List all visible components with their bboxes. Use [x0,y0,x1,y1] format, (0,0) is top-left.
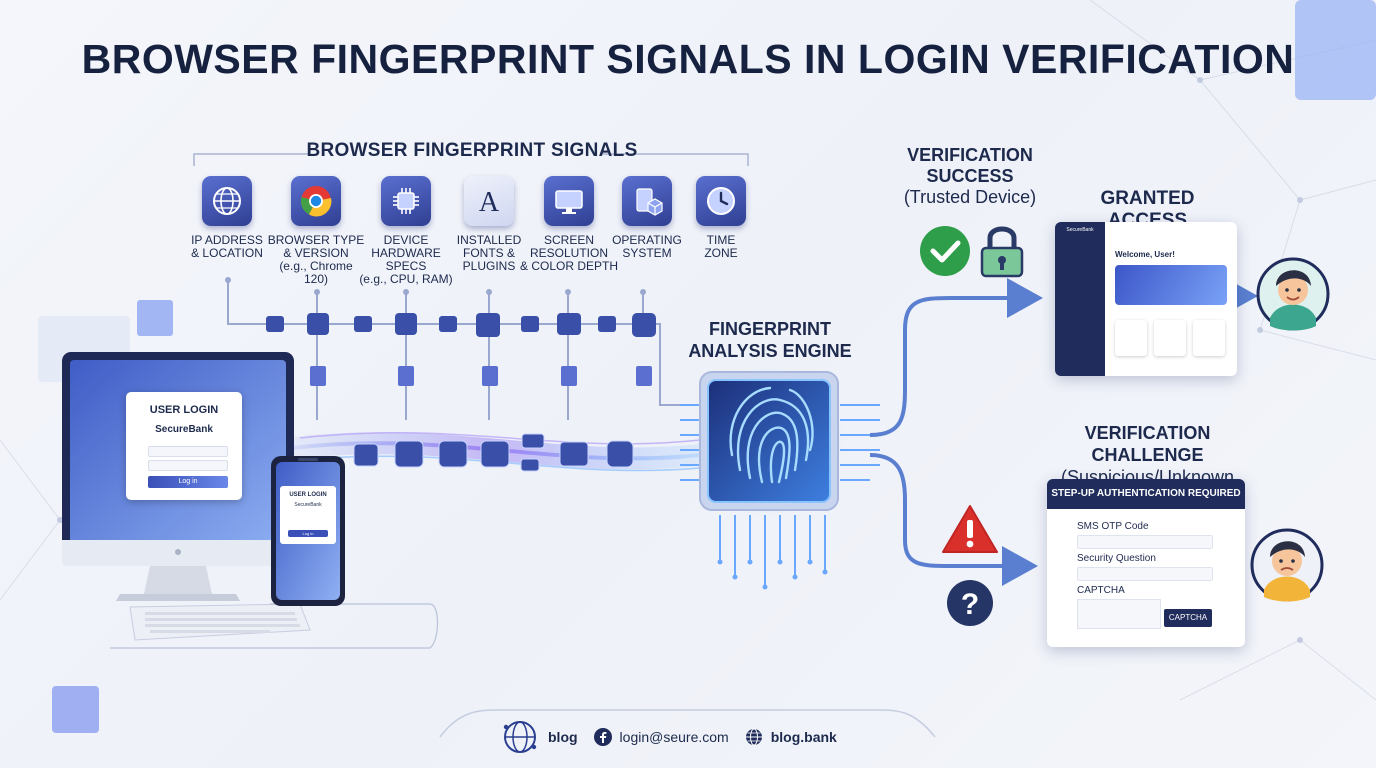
username-input[interactable] [148,446,228,457]
signals-header: BROWSER FINGERPRINT SIGNALS [306,140,638,161]
security-question-input[interactable] [1077,567,1213,581]
step-up-auth-header: STEP-UP AUTHENTICATION REQUIRED [1047,479,1245,509]
phone-login-button[interactable]: Log in [288,530,328,537]
captcha-image [1077,599,1161,629]
login-title: USER LOGIN [149,404,219,416]
dashboard-sidebar: SecureBank [1055,222,1105,376]
dashboard-brand: SecureBank [1066,227,1094,233]
worried-user-avatar [1250,528,1324,602]
padlock-icon [980,226,1024,278]
phone-login-card: USER LOGIN SecureBank Log in [280,486,336,544]
security-question-label: Security Question [1077,553,1156,564]
decor-square-top-right [1295,0,1376,100]
login-button[interactable]: Log in [148,476,228,488]
phone-login-title: USER LOGIN [289,492,327,498]
globe-icon [745,728,762,746]
desktop-login-card: USER LOGIN SecureBank Log in [126,392,242,500]
dashboard-banner [1115,265,1227,305]
signal-ip-address: IP ADDRESS& LOCATION [177,176,277,260]
clock-icon [696,176,746,226]
monitor-icon [544,176,594,226]
dashboard-card [1115,320,1147,356]
sms-otp-input[interactable] [1077,535,1213,549]
svg-text:?: ? [961,588,979,621]
question-mark-icon: ? [947,580,993,626]
dashboard-welcome: Welcome, User! [1115,250,1175,259]
step-up-auth-card: STEP-UP AUTHENTICATION REQUIRED SMS OTP … [1047,479,1245,647]
cpu-icon [381,176,431,226]
page-title: BROWSER FINGERPRINT SIGNALS IN LOGIN VER… [81,36,1295,82]
footer-blog[interactable]: blog [500,719,578,755]
success-check-icon [920,226,970,276]
password-input[interactable] [148,460,228,471]
captcha-label: CAPTCHA [1077,585,1125,596]
happy-user-avatar [1256,257,1330,331]
captcha-button[interactable]: CAPTCHA [1164,609,1212,627]
signal-browser-type: BROWSER TYPE& VERSION(e.g., Chrome 120) [266,176,366,286]
phone-login-brand: SecureBank [294,502,322,508]
chrome-icon [291,176,341,226]
sms-otp-label: SMS OTP Code [1077,521,1149,532]
facebook-icon [593,728,612,746]
login-brand: SecureBank [155,424,213,435]
font-icon: A [464,176,514,226]
svg-text:A: A [479,187,500,218]
dashboard-card [1154,320,1186,356]
bank-dashboard: SecureBank Welcome, User! [1055,222,1237,376]
footer: blog login@seure.com blog.bank [500,720,880,754]
footer-site[interactable]: blog.bank [745,728,837,746]
os-icon [622,176,672,226]
globe-icon [202,176,252,226]
warning-triangle-icon [942,505,998,553]
globe-network-icon [503,721,537,753]
fingerprint-engine-chip [680,366,880,590]
footer-email[interactable]: login@seure.com [593,728,729,746]
dashboard-card [1193,320,1225,356]
